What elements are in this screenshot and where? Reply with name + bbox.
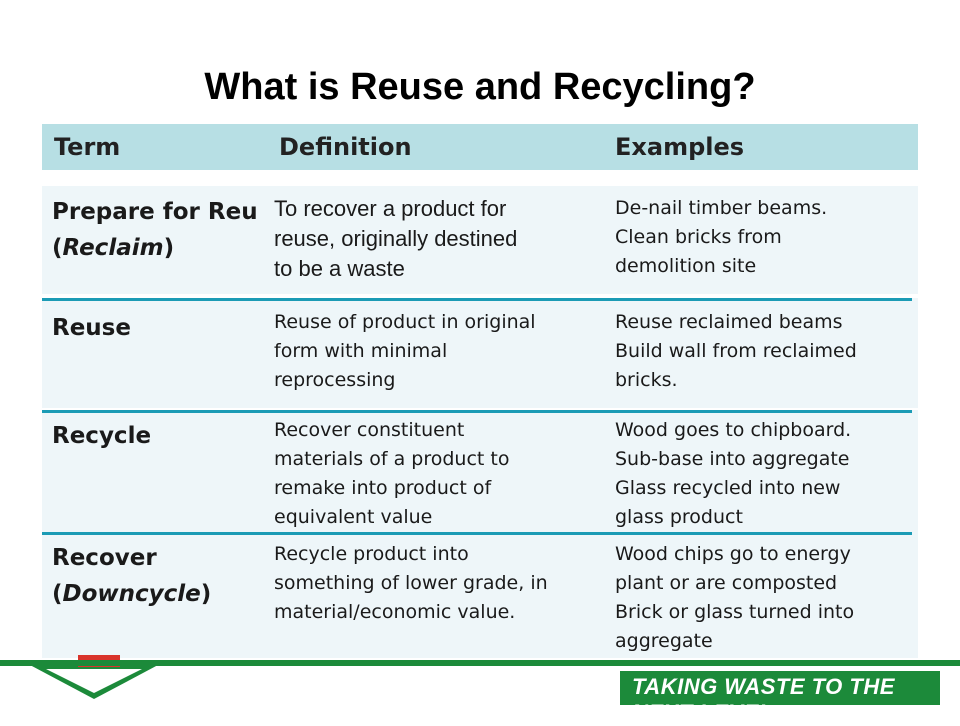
term-cell: Recycle xyxy=(52,418,151,454)
footer-divider xyxy=(0,660,960,666)
definition-cell: To recover a product for reuse, original… xyxy=(274,194,517,284)
definition-line: materials of a product to xyxy=(274,448,510,470)
definition-line: equivalent value xyxy=(274,506,433,528)
definition-line: reuse, originally destined xyxy=(274,226,518,251)
example-line: glass product xyxy=(615,506,743,528)
header-term: Term xyxy=(54,133,121,161)
example-line: Wood chips go to energy xyxy=(615,543,851,565)
examples-cell: Wood chips go to energy plant or are com… xyxy=(615,540,854,656)
definition-line: material/economic value. xyxy=(274,601,516,623)
example-line: Wood goes to chipboard. xyxy=(615,419,852,441)
example-line: Glass recycled into new xyxy=(615,477,841,499)
definition-line: To recover a product for xyxy=(274,196,507,221)
example-line: Reuse reclaimed beams xyxy=(615,311,843,333)
example-line: demolition site xyxy=(615,255,757,277)
example-line: aggregate xyxy=(615,630,713,652)
examples-cell: De-nail timber beams. Clean bricks from … xyxy=(615,194,827,281)
table-row: Reuse Reuse of product in original form … xyxy=(42,298,918,408)
example-line: Clean bricks from xyxy=(615,226,782,248)
example-line: Brick or glass turned into xyxy=(615,601,855,623)
definition-line: Recycle product into xyxy=(274,543,469,565)
table-row: Recycle Recover constituent materials of… xyxy=(42,410,918,532)
term-sub-label: Reclaim xyxy=(62,235,164,261)
definition-line: Reuse of product in original xyxy=(274,311,536,333)
footer-slogan: TAKING WASTE TO THE NEXT LEVEL xyxy=(632,674,895,725)
example-line: De-nail timber beams. xyxy=(615,197,828,219)
header-examples: Examples xyxy=(615,133,745,161)
definition-line: Recover constituent xyxy=(274,419,465,441)
term-label: Reuse xyxy=(52,315,131,341)
header-definition: Definition xyxy=(279,133,412,161)
term-cell: Recover (Downcycle) xyxy=(52,540,211,612)
table-header: Term Definition Examples xyxy=(42,124,918,170)
definition-line: to be a waste xyxy=(274,256,405,281)
definition-cell: Recycle product into something of lower … xyxy=(274,540,548,627)
example-line: bricks. xyxy=(615,369,678,391)
definition-cell: Recover constituent materials of a produ… xyxy=(274,416,509,532)
definition-line: form with minimal xyxy=(274,340,448,362)
definition-line: something of lower grade, in xyxy=(274,572,548,594)
footer-banner xyxy=(620,671,940,705)
example-line: Sub-base into aggregate xyxy=(615,448,850,470)
examples-cell: Reuse reclaimed beams Build wall from re… xyxy=(615,308,857,395)
table-row: Prepare for Reu (Reclaim) To recover a p… xyxy=(42,186,918,294)
example-line: Build wall from reclaimed xyxy=(615,340,857,362)
definition-cell: Reuse of product in original form with m… xyxy=(274,308,536,395)
term-sub-label: Downcycle xyxy=(62,581,201,607)
definition-line: remake into product of xyxy=(274,477,492,499)
term-label: Recycle xyxy=(52,423,152,449)
term-cell: Prepare for Reu (Reclaim) xyxy=(52,194,258,266)
slide-title: What is Reuse and Recycling? xyxy=(204,66,756,108)
term-cell: Reuse xyxy=(52,310,131,346)
term-label: Prepare for Reu xyxy=(52,199,258,225)
term-label: Recover xyxy=(52,545,157,571)
definition-line: reprocessing xyxy=(274,369,396,391)
table-row: Recover (Downcycle) Recycle product into… xyxy=(42,532,918,658)
example-line: plant or are composted xyxy=(615,572,838,594)
examples-cell: Wood goes to chipboard. Sub-base into ag… xyxy=(615,416,851,532)
